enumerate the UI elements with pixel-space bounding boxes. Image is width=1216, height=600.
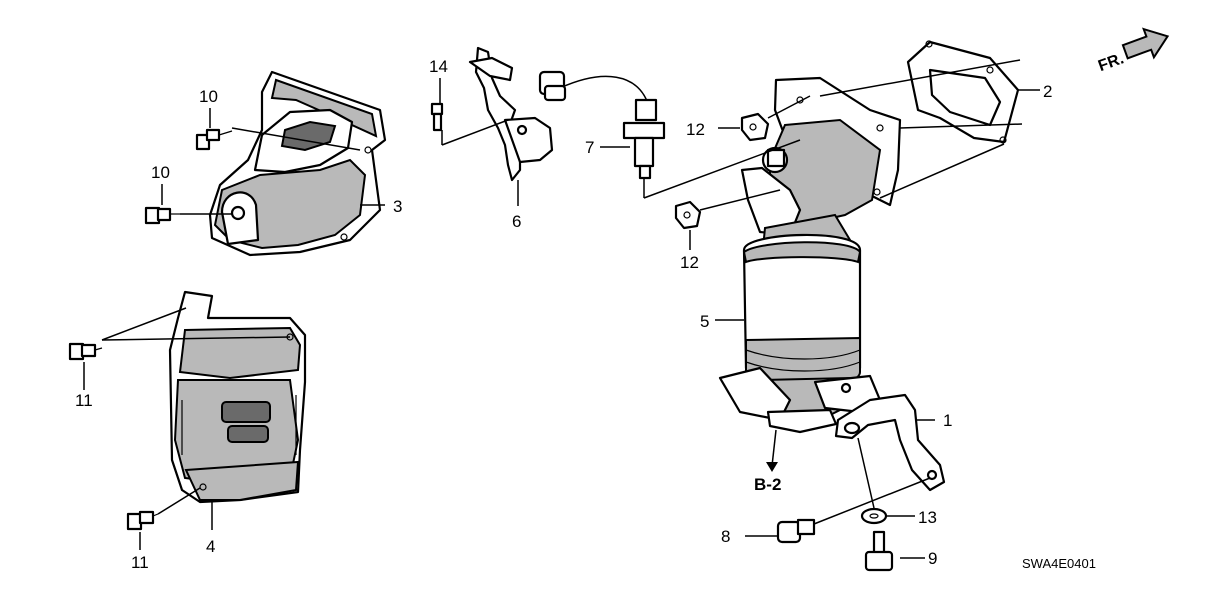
callout-12-lower: 12 <box>680 253 699 272</box>
lower-heat-shield <box>168 290 307 504</box>
bolt-11-lower <box>126 510 159 531</box>
callout-7: 7 <box>585 138 594 157</box>
front-arrow-icon <box>1121 27 1170 60</box>
callout-10-upper: 10 <box>199 87 218 106</box>
bolt-11-upper <box>68 342 103 361</box>
washer-13 <box>860 507 888 525</box>
reference-arrow-icon <box>766 462 778 472</box>
bolt-9 <box>864 530 894 572</box>
callout-4: 4 <box>206 537 215 556</box>
front-arrow-label: FR. <box>1096 50 1126 75</box>
upper-heat-shield <box>208 70 387 257</box>
callout-14: 14 <box>429 57 448 76</box>
nut-12-upper <box>740 112 770 142</box>
drawing-code: SWA4E0401 <box>1022 556 1096 571</box>
front-direction-arrow: FR. <box>1096 27 1170 75</box>
callout-labels: 1 2 3 4 5 6 7 8 9 10 10 11 11 12 12 13 1… <box>75 57 1096 572</box>
callout-11-upper: 11 <box>75 391 93 410</box>
bracket-6 <box>468 46 554 182</box>
bolt-10-upper <box>195 128 233 151</box>
nut-12-lower <box>674 200 702 230</box>
converter-bracket <box>834 393 946 492</box>
callout-10-lower: 10 <box>151 163 170 182</box>
oxygen-sensor <box>538 70 666 180</box>
bolt-8 <box>776 518 816 544</box>
catalytic-converter-assembly <box>718 76 902 434</box>
leader-lines <box>83 59 1040 559</box>
callout-11-lower: 11 <box>131 553 149 572</box>
bolt-14 <box>430 102 444 132</box>
callout-12-upper: 12 <box>686 120 705 139</box>
callout-1: 1 <box>943 411 952 430</box>
bolt-10-lower <box>144 206 180 225</box>
callout-6: 6 <box>512 212 521 231</box>
callout-2: 2 <box>1043 82 1052 101</box>
callout-9: 9 <box>928 549 937 568</box>
callout-5: 5 <box>700 312 709 331</box>
reference-b2: B-2 <box>754 475 781 494</box>
callout-3: 3 <box>393 197 402 216</box>
callout-8: 8 <box>721 527 730 546</box>
callout-13: 13 <box>918 508 937 527</box>
